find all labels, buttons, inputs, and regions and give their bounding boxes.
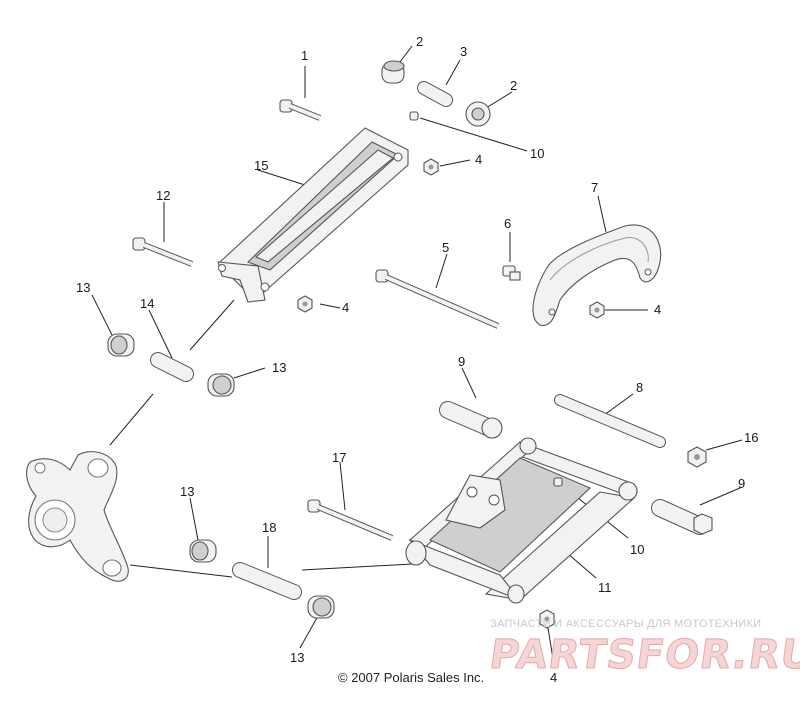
part-1-bolt: [279, 99, 322, 121]
callout-8: 8: [636, 380, 643, 395]
part-2-bushing-right: [465, 101, 491, 127]
knuckle-assembly: [26, 451, 129, 582]
callout-2-top: 2: [416, 34, 423, 49]
callout-5: 5: [442, 240, 449, 255]
watermark-tagline: ЗАПЧАСТИ И АКСЕССУАРЫ ДЛЯ МОТОТЕХНИКИ: [490, 618, 762, 630]
callout-7: 7: [591, 180, 598, 195]
callout-13-a: 13: [76, 280, 90, 295]
copyright-notice: © 2007 Polaris Sales Inc.: [338, 670, 485, 685]
callout-13-d: 13: [290, 650, 304, 665]
callout-9-b: 9: [738, 476, 745, 491]
watermark-logo: PARTSFOR.RU: [486, 632, 800, 679]
callout-12: 12: [156, 188, 170, 203]
callout-1: 1: [301, 48, 308, 63]
part-4-nut-c: [589, 301, 605, 319]
part-5-long-bolt: [375, 269, 500, 329]
callout-6: 6: [504, 216, 511, 231]
callout-15: 15: [254, 158, 268, 173]
part-17-bolt: [307, 499, 394, 541]
part-13-bushing-c: [189, 539, 217, 563]
callout-labels: 1 2 3 2 10 4 15 7 12 6 5 4 4 13 14 13 9 …: [76, 34, 758, 685]
part-11-swing-arm: [405, 437, 638, 604]
part-2-bushing-top: [381, 60, 405, 84]
callout-2-right: 2: [510, 78, 517, 93]
part-10-grease-fitting-bottom: [553, 477, 563, 487]
part-12-bolt: [132, 237, 194, 267]
part-6-bolt: [502, 265, 521, 281]
callout-11: 11: [598, 580, 612, 595]
callout-4-a: 4: [475, 152, 482, 167]
part-9-sleeve-a: [439, 401, 503, 439]
part-18-pin: [232, 562, 302, 600]
callout-4-d: 4: [550, 670, 557, 685]
callout-4-c: 4: [654, 302, 661, 317]
callout-17: 17: [332, 450, 346, 465]
part-10-grease-fitting-top: [409, 111, 419, 121]
part-9-sleeve-b: [651, 499, 713, 535]
callout-13-b: 13: [272, 360, 286, 375]
part-4-nut-a: [423, 158, 439, 176]
part-14-pin: [150, 352, 194, 382]
part-4-nut-d: [539, 609, 555, 629]
callout-13-c: 13: [180, 484, 194, 499]
part-4-nut-b: [297, 295, 313, 313]
callout-3: 3: [460, 44, 467, 59]
callout-18: 18: [262, 520, 276, 535]
callout-16: 16: [744, 430, 758, 445]
part-13-bushing-a: [107, 333, 135, 357]
callout-9-a: 9: [458, 354, 465, 369]
callout-4-b: 4: [342, 300, 349, 315]
part-3-pin: [417, 81, 453, 107]
part-15-bracket: [217, 127, 409, 303]
part-16-nut: [687, 446, 707, 468]
part-13-bushing-d: [307, 595, 335, 619]
part-7-bumper: [532, 224, 662, 326]
callout-14: 14: [140, 296, 154, 311]
callout-10-bottom: 10: [630, 542, 644, 557]
leader-lines: [91, 45, 743, 666]
part-8-shaft: [554, 394, 666, 448]
part-13-bushing-b: [207, 373, 235, 397]
callout-10-top: 10: [530, 146, 544, 161]
